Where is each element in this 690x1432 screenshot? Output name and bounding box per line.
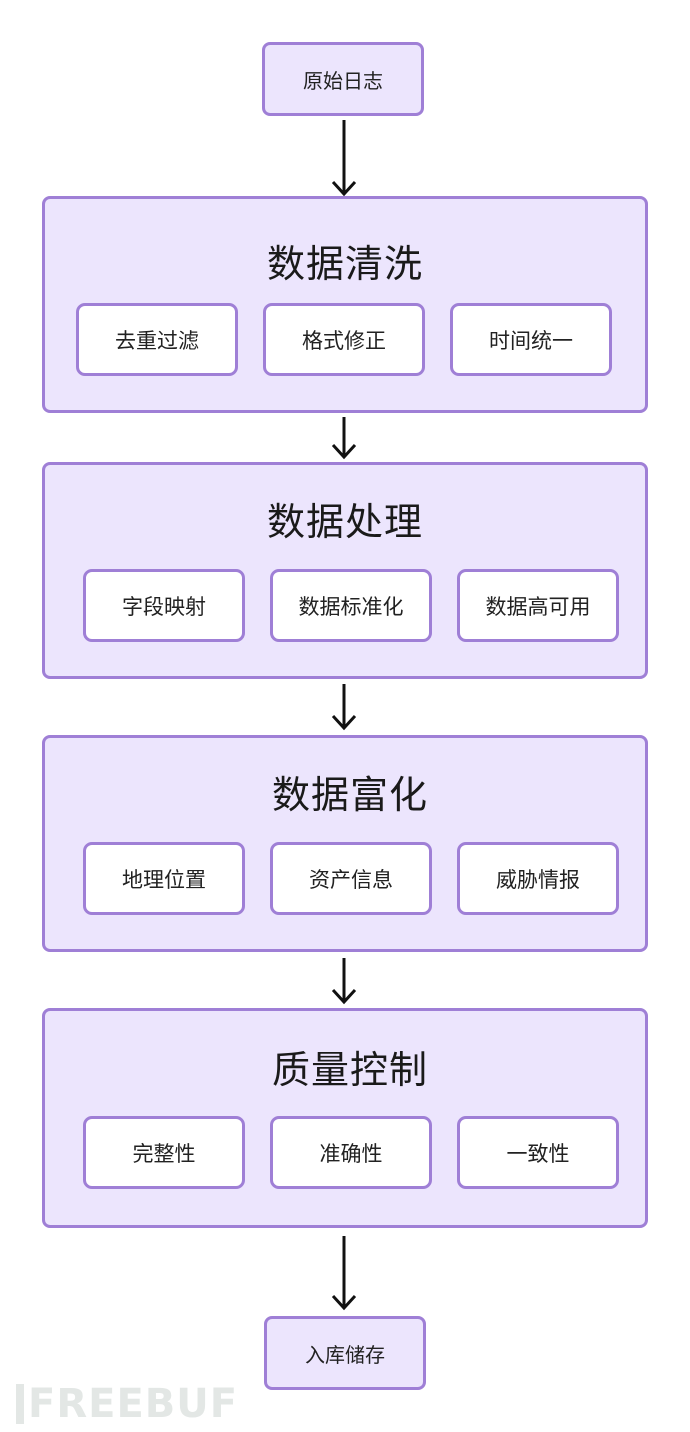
step-label: 字段映射 [122,594,206,619]
group-quality-control: 质量控制 完整性 准确性 一致性 [42,1008,648,1228]
step-box: 数据标准化 [270,569,432,642]
step-box: 完整性 [83,1116,245,1189]
group-title: 数据富化 [271,773,428,817]
arrow-down-icon [331,120,357,197]
step-box: 准确性 [270,1116,432,1189]
step-label: 一致性 [506,1141,570,1166]
step-box: 一致性 [457,1116,619,1189]
group-title: 数据处理 [266,500,423,544]
group-data-enrichment: 数据富化 地理位置 资产信息 威胁情报 [42,735,648,952]
step-label: 准确性 [319,1141,383,1166]
step-box: 数据高可用 [457,569,619,642]
group-title: 质量控制 [271,1048,428,1092]
step-label: 时间统一 [489,328,573,353]
step-box: 字段映射 [83,569,245,642]
step-label: 地理位置 [122,867,206,892]
arrow-down-icon [331,417,357,460]
start-node: 原始日志 [262,42,424,116]
step-box: 时间统一 [450,303,612,376]
step-label: 资产信息 [309,867,393,892]
watermark-text: FREEBUF [28,1381,239,1427]
step-label: 去重过滤 [115,328,199,353]
step-label: 完整性 [132,1141,196,1166]
step-label: 数据高可用 [485,594,591,619]
group-title: 数据清洗 [266,242,423,286]
step-box: 格式修正 [263,303,425,376]
step-label: 数据标准化 [298,594,404,619]
freebuf-watermark: FREEBUF [16,1380,238,1428]
arrow-down-icon [331,684,357,731]
step-label: 威胁情报 [496,867,580,892]
arrow-down-icon [331,1236,357,1311]
step-box: 地理位置 [83,842,245,915]
step-box: 资产信息 [270,842,432,915]
step-box: 去重过滤 [76,303,238,376]
watermark-bar [16,1384,24,1424]
start-node-label: 原始日志 [303,68,383,93]
arrow-down-icon [331,958,357,1005]
end-node-label: 入库储存 [305,1342,385,1367]
step-label: 格式修正 [302,328,386,353]
group-data-processing: 数据处理 字段映射 数据标准化 数据高可用 [42,462,648,679]
group-data-cleaning: 数据清洗 去重过滤 格式修正 时间统一 [42,196,648,413]
end-node: 入库储存 [264,1316,426,1390]
step-box: 威胁情报 [457,842,619,915]
